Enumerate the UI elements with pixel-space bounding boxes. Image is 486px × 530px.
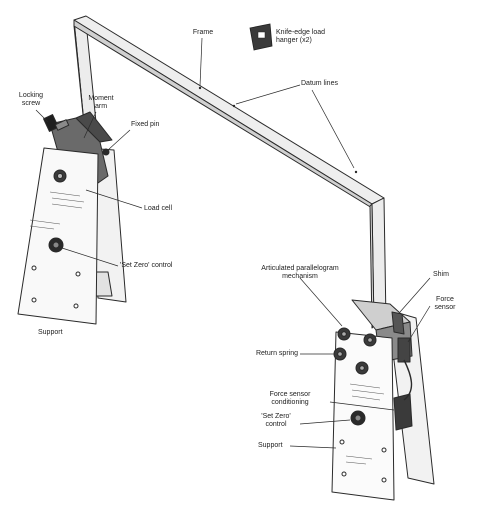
frame-label: Frame [192,29,214,36]
force-sensor-conditioning-line-2: conditioning [271,399,309,406]
return-spring-label: Return spring [255,350,298,357]
force-sensor-conditioning-line-1: Force sensor [269,391,311,398]
fixed-pin-label: Fixed pin [131,121,160,128]
datum-marks [198,86,358,174]
moment-arm-line-2: arm [94,103,108,110]
locking-screw-line-2: screw [21,100,41,107]
set-zero-control-right-line-1: 'Set Zero' [261,413,291,420]
force-sensor-conditioning-label: Force sensor conditioning [250,391,330,407]
force-sensor-label: Force sensor [430,296,460,312]
load-cell-label: Load cell [144,205,173,212]
force-sensor-line-1: Force [436,296,454,303]
knife-edge-hanger-line-1: Knife-edge load [276,29,326,36]
shim-label: Shim [433,271,449,278]
set-zero-control-right-line-2: control [265,421,287,428]
frame [73,15,387,329]
moment-arm-line-1: Moment [88,95,114,102]
set-zero-control-right-label: 'Set Zero' control [256,413,296,429]
left-support-assembly [17,111,127,325]
moment-arm-label: Moment arm [86,95,116,111]
knife-edge-hanger-line-2: hanger (x2) [276,37,312,44]
articulated-mechanism-label: Articulated parallelogram mechanism [258,265,342,281]
force-sensor-line-2: sensor [434,304,456,311]
support-right-label: Support [258,442,283,449]
right-plate-markings [345,383,385,465]
articulated-mechanism-line-1: Articulated parallelogram [261,265,339,272]
set-zero-control-left-label: 'Set Zero' control [120,262,173,269]
support-left-label: Support [38,329,63,336]
locking-screw-label: Locking screw [14,92,48,108]
right-support-assembly [331,299,435,501]
locking-screw-line-1: Locking [18,92,44,99]
knife-edge-hanger-icon [249,23,273,51]
articulated-mechanism-line-2: mechanism [282,273,318,280]
left-plate-markings [29,191,85,230]
knife-edge-hanger-label: Knife-edge load hanger (x2) [276,29,325,45]
leader-lines [35,37,431,449]
datum-lines-label: Datum lines [301,80,338,87]
